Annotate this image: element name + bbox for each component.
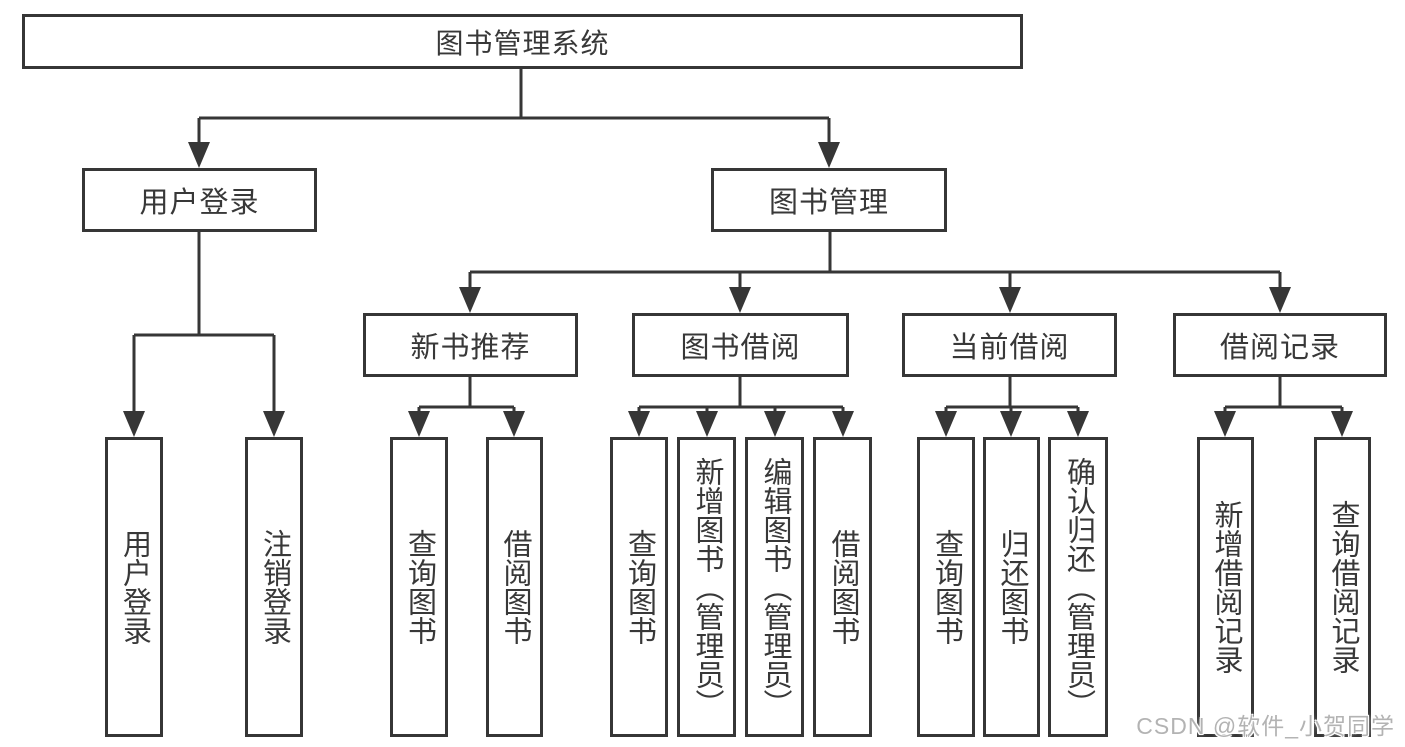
leaf-user-login: 用户登录 [105, 437, 163, 737]
node-current-borrow: 当前借阅 [902, 313, 1117, 377]
leaf-add-borrow-record: 新增借阅记录 [1197, 437, 1254, 737]
watermark: CSDN @软件_小贺同学 [1136, 713, 1395, 739]
node-library-system: 图书管理系统 [22, 14, 1023, 69]
leaf-borrow-books: 借阅图书 [813, 437, 872, 737]
node-book-management: 图书管理 [711, 168, 947, 232]
leaf-query-books-current: 查询图书 [917, 437, 975, 737]
leaf-confirm-return-admin: 确认归还（管理员） [1048, 437, 1108, 737]
leaf-query-borrow-record: 查询借阅记录 [1314, 437, 1371, 737]
node-borrow-records: 借阅记录 [1173, 313, 1387, 377]
leaf-edit-books-admin: 编辑图书（管理员） [745, 437, 804, 737]
node-user-login: 用户登录 [82, 168, 317, 232]
leaf-query-books-borrow: 查询图书 [610, 437, 668, 737]
leaf-query-books-recommend: 查询图书 [390, 437, 448, 737]
node-new-book-recommend: 新书推荐 [363, 313, 578, 377]
leaf-add-books-admin: 新增图书（管理员） [677, 437, 736, 737]
connector-paths [132, 68, 1344, 413]
leaf-return-books: 归还图书 [983, 437, 1040, 737]
node-book-borrow: 图书借阅 [632, 313, 849, 377]
leaf-borrow-books-recommend: 借阅图书 [486, 437, 543, 737]
arrowhead-icons [123, 142, 1353, 437]
leaf-logout: 注销登录 [245, 437, 303, 737]
